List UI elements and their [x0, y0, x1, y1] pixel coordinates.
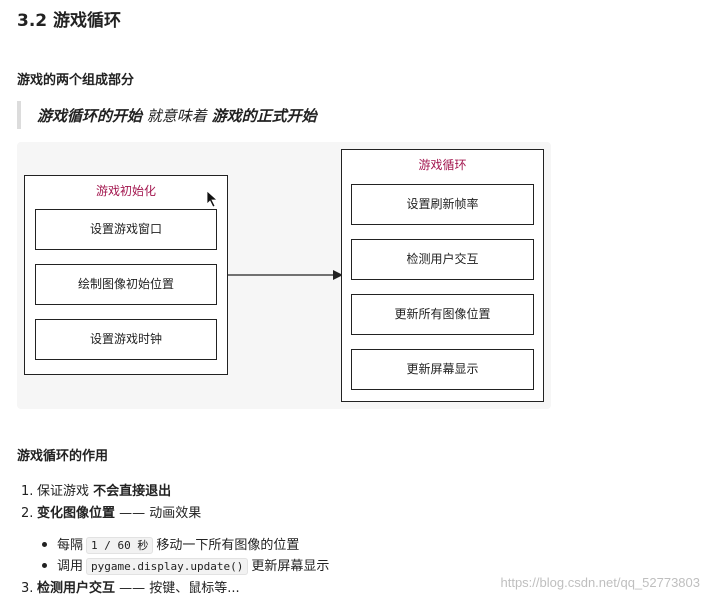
- list-text: —— 按键、鼠标等...: [115, 581, 240, 596]
- list-number: 1.: [21, 484, 34, 499]
- loop-box-3: 更新所有图像位置: [351, 294, 534, 335]
- section-heading: 3.2 游戏循环: [17, 11, 122, 31]
- list-item-2: 2.变化图像位置 —— 动画效果: [21, 502, 201, 521]
- blockquote: 游戏循环的开始 就意味着 游戏的正式开始: [17, 101, 617, 129]
- loop-group-title: 游戏循环: [418, 158, 467, 172]
- inline-code: 1 / 60 秒: [86, 537, 154, 554]
- quote-strong-2: 游戏的正式开始: [211, 107, 317, 125]
- list-text: 调用: [57, 559, 84, 574]
- init-group-title: 游戏初始化: [95, 184, 156, 198]
- init-box-1: 设置游戏窗口: [35, 209, 217, 250]
- init-box-3: 设置游戏时钟: [35, 319, 217, 360]
- flow-diagram: 游戏初始化 设置游戏窗口 绘制图像初始位置 设置游戏时钟 游戏循环 设置刷新帧率…: [17, 142, 551, 409]
- list-item-3: 3.检测用户交互 —— 按键、鼠标等...: [21, 577, 240, 596]
- loop-box-2: 检测用户交互: [351, 239, 534, 280]
- list-text: 移动一下所有图像的位置: [156, 538, 300, 553]
- list-text: —— 动画效果: [115, 506, 202, 521]
- blockquote-text: 游戏循环的开始 就意味着 游戏的正式开始: [37, 105, 317, 126]
- blockquote-bar: [17, 101, 21, 129]
- list-bold: 检测用户交互: [37, 581, 116, 596]
- list-number: 3.: [21, 581, 34, 596]
- subsection-title-purpose: 游戏循环的作用: [17, 449, 109, 464]
- list-text: 更新屏幕显示: [251, 559, 330, 574]
- list-text: 每隔: [57, 538, 84, 553]
- loop-box-4: 更新屏幕显示: [351, 349, 534, 390]
- list-text: 保证游戏: [37, 484, 94, 499]
- watermark: https://blog.csdn.net/qq_52773803: [500, 575, 701, 590]
- list-bold: 不会直接退出: [93, 484, 172, 499]
- mouse-cursor-icon: [206, 190, 218, 208]
- flow-arrow: [227, 270, 343, 280]
- bullet-icon: [42, 563, 47, 568]
- quote-middle: 就意味着: [142, 107, 212, 125]
- subsection-title-components: 游戏的两个组成部分: [17, 73, 135, 88]
- quote-strong-1: 游戏循环的开始: [37, 107, 143, 125]
- list-number: 2.: [21, 506, 34, 521]
- init-box-2: 绘制图像初始位置: [35, 264, 217, 305]
- inline-code: pygame.display.update(): [86, 558, 249, 575]
- loop-box-1: 设置刷新帧率: [351, 184, 534, 225]
- list-bold: 变化图像位置: [37, 506, 116, 521]
- bullet-icon: [42, 542, 47, 547]
- init-group: 游戏初始化 设置游戏窗口 绘制图像初始位置 设置游戏时钟: [24, 175, 228, 375]
- loop-group: 游戏循环 设置刷新帧率 检测用户交互 更新所有图像位置 更新屏幕显示: [341, 149, 544, 402]
- list-item-1: 1.保证游戏 不会直接退出: [21, 480, 171, 499]
